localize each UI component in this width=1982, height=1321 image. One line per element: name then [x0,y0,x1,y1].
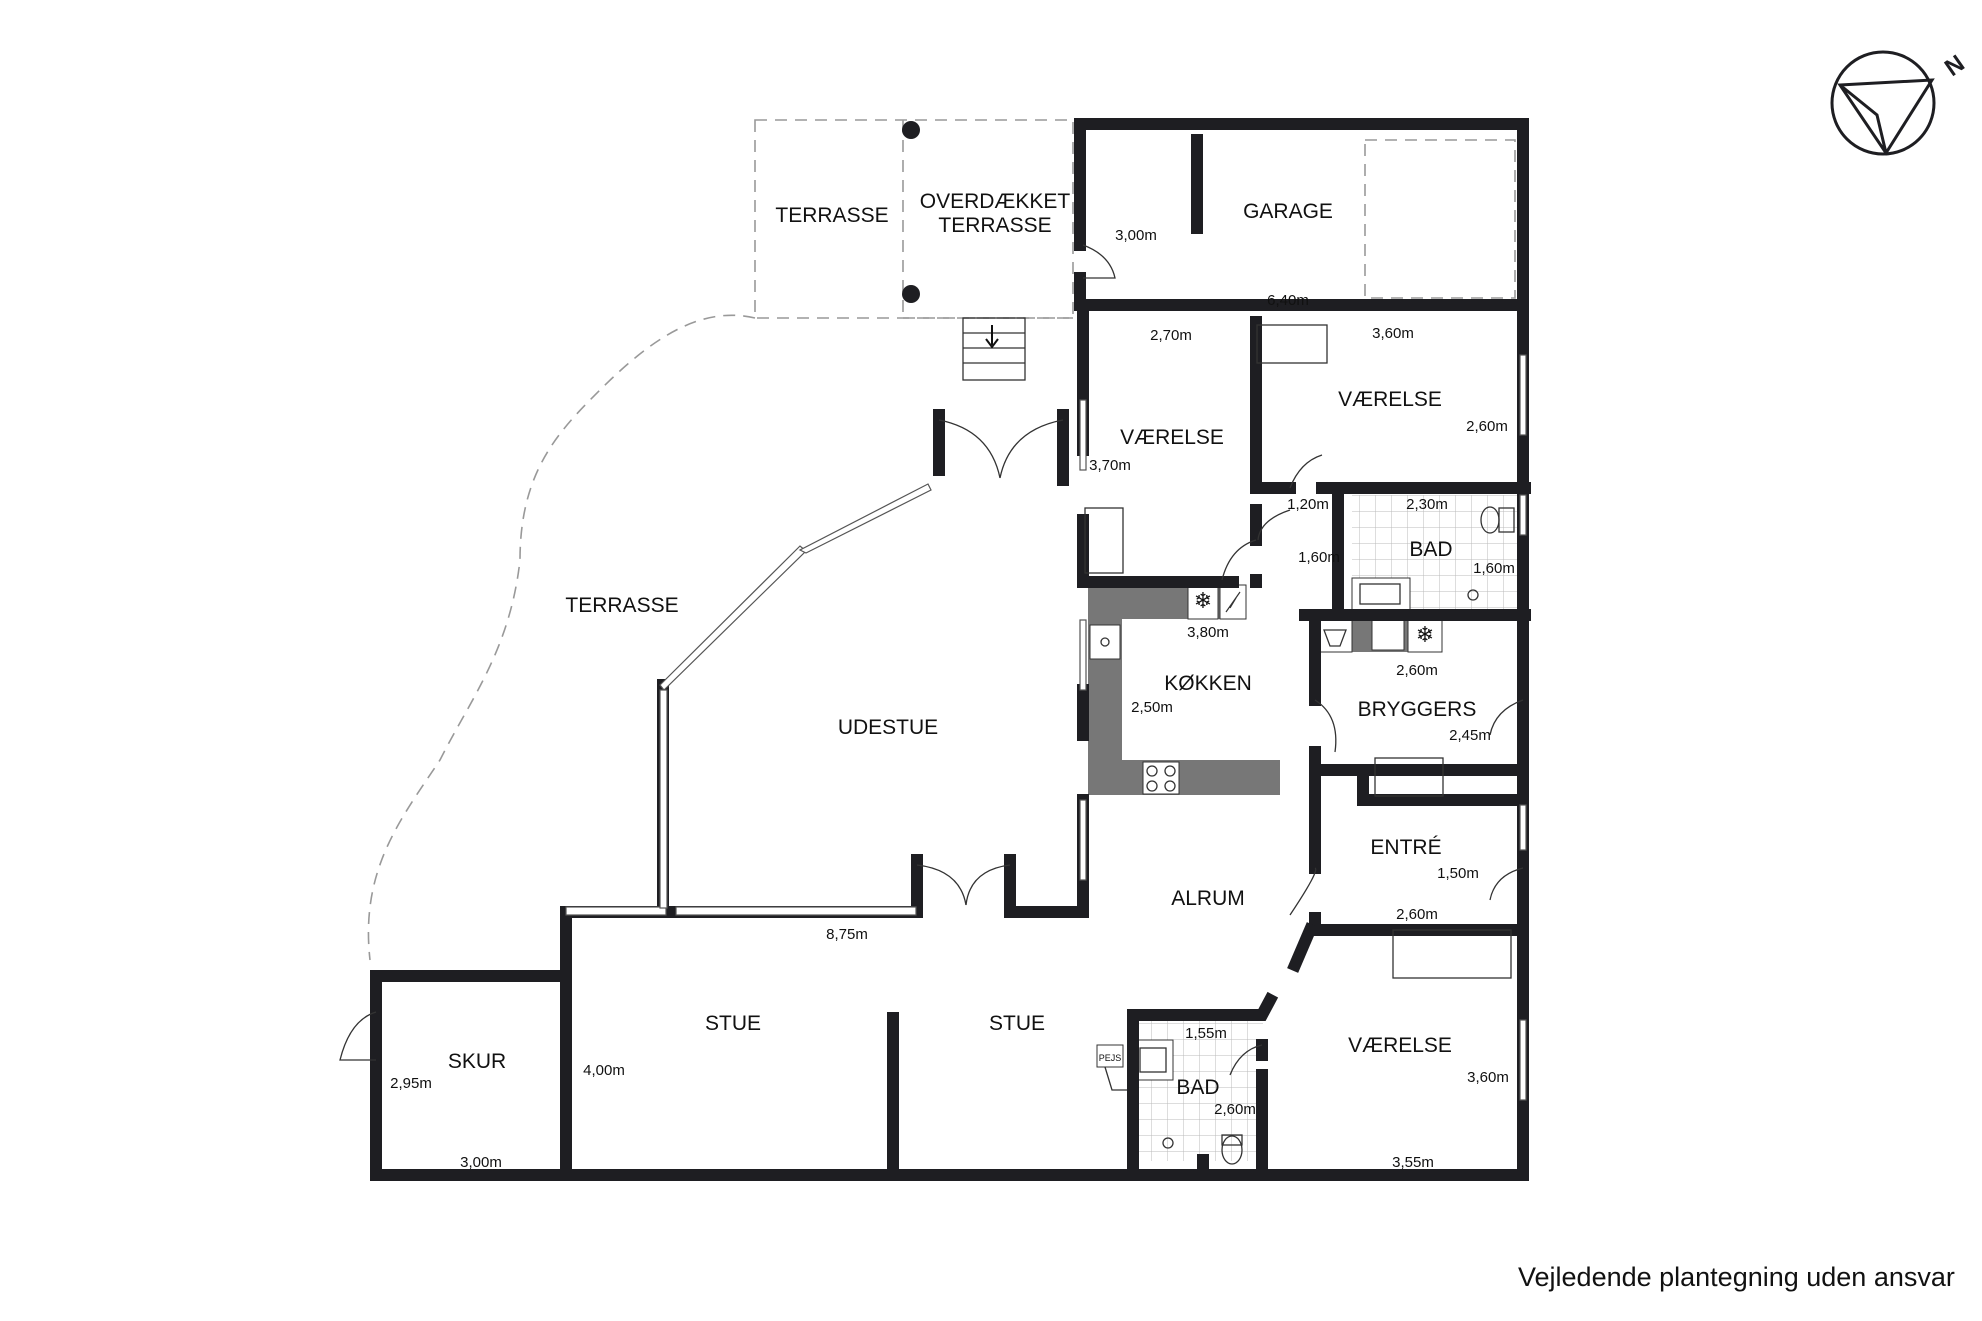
garage-car-outline [1364,139,1516,299]
dim-bryggers-depth: 2,45m [1449,727,1491,744]
dim-koekken-width: 3,80m [1187,624,1229,641]
svg-text:❄: ❄ [1194,588,1212,613]
label-udestue: UDESTUE [838,716,938,739]
wardrobes [1084,324,1512,979]
dim-stue-length: 8,75m [826,926,868,943]
dim-bad-2-depth: 2,60m [1214,1101,1256,1118]
label-alrum: ALRUM [1171,887,1245,910]
kitchen-sink-icon [1089,624,1121,660]
dim-vaerelse-1-depth: 3,70m [1089,457,1131,474]
disclaimer-footer: Vejledende plantegning uden ansvar [1518,1262,1955,1292]
bryggers-appliances: ❄ [1317,617,1443,653]
label-skur: SKUR [448,1050,506,1073]
dim-vaerelse-3-depth: 3,60m [1467,1069,1509,1086]
dim-vaerelse-1-width: 2,70m [1150,327,1192,344]
label-overdaekket-2: TERRASSE [938,214,1051,237]
bad-2-fixtures [1132,1039,1243,1165]
label-pejs: PEJS [1099,1053,1122,1063]
dim-bad-1-depth: 1,60m [1473,560,1515,577]
dishwasher-icon [1219,584,1247,620]
label-bad-2: BAD [1176,1076,1219,1099]
dim-bad-2-width: 1,55m [1185,1025,1227,1042]
dim-bryggers-width: 2,60m [1396,662,1438,679]
terrace-posts [902,121,920,303]
label-terrasse-left: TERRASSE [565,594,678,617]
label-terrasse-top: TERRASSE [775,204,888,227]
label-entre: ENTRÉ [1370,836,1441,859]
dim-skur-depth: 2,95m [390,1075,432,1092]
dim-stue-depth: 4,00m [583,1062,625,1079]
dim-hall-width: 1,20m [1287,496,1329,513]
dim-entre-width: 2,60m [1396,906,1438,923]
windows [565,354,1527,1101]
dim-vaerelse-2-width: 3,60m [1372,325,1414,342]
dimension-labels: 3,00m 6,40m 2,70m 3,60m 2,60m 3,70m 1,20… [390,227,1515,1171]
north-label: N [1940,50,1970,82]
terrace-outlines [367,119,1074,961]
dim-hall-length: 1,60m [1298,549,1340,566]
dim-koekken-depth: 2,50m [1131,699,1173,716]
dim-garage-width: 3,00m [1115,227,1157,244]
dim-vaerelse-3-width: 3,55m [1392,1154,1434,1171]
label-stue-1: STUE [705,1012,761,1035]
dim-skur-width: 3,00m [460,1154,502,1171]
bad-1-fixtures [1351,506,1515,611]
label-vaerelse-3: VÆRELSE [1348,1034,1452,1057]
label-bryggers: BRYGGERS [1358,698,1477,721]
kitchen-counter [1088,585,1408,795]
label-bad-1: BAD [1409,538,1452,561]
door-swings [339,244,1524,1076]
fridge-icon: ❄ [1187,584,1219,620]
hob-icon [1142,761,1180,795]
stairs-icon [962,317,1026,381]
label-koekken: KØKKEN [1164,672,1252,695]
walls [370,118,1531,1181]
label-vaerelse-2: VÆRELSE [1338,388,1442,411]
room-labels: TERRASSE OVERDÆKKET TERRASSE GARAGE VÆRE… [448,190,1477,1099]
dim-vaerelse-2-depth: 2,60m [1466,418,1508,435]
dim-garage-length: 6,40m [1267,292,1309,309]
label-vaerelse-1: VÆRELSE [1120,426,1224,449]
label-garage: GARAGE [1243,200,1333,223]
dim-bad-1-width: 2,30m [1406,496,1448,513]
svg-text:❄: ❄ [1416,622,1434,647]
north-arrow-icon: N [1830,50,1970,156]
dim-entre-depth: 1,50m [1437,865,1479,882]
label-overdaekket-1: OVERDÆKKET [920,190,1071,213]
label-stue-2: STUE [989,1012,1045,1035]
